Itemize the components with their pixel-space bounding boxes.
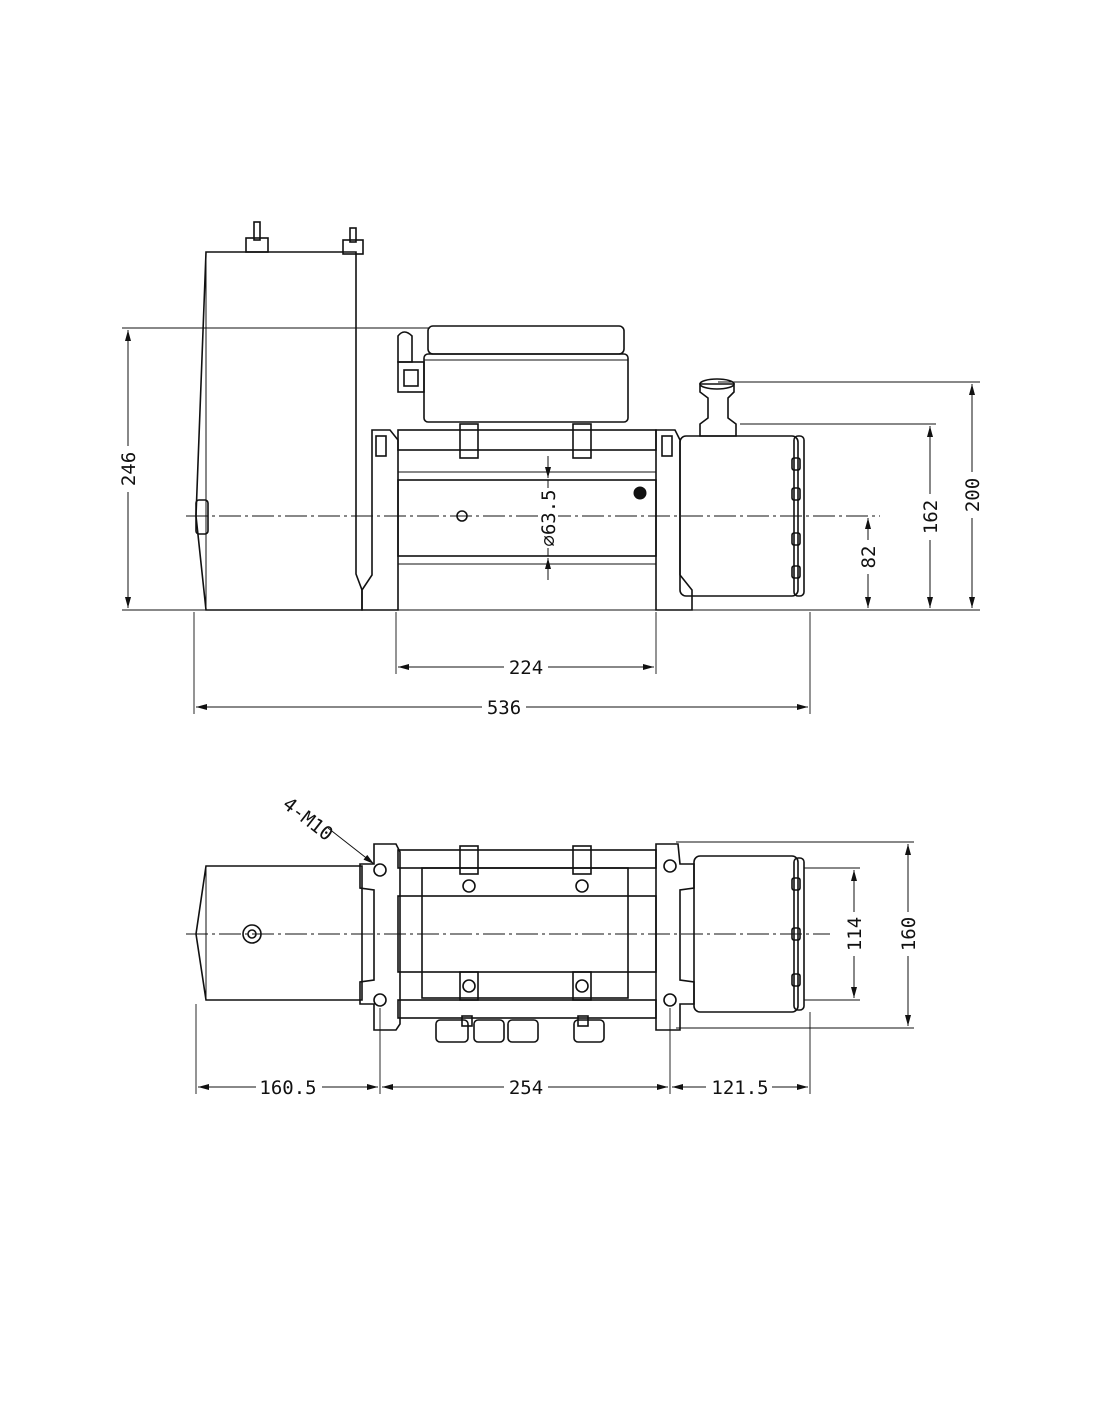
top-bolt-hole-3 [663, 859, 677, 873]
bolt-callout-label: 4-M10 [278, 793, 337, 846]
side-clutch-knob [699, 378, 737, 437]
dim-224-label: 224 [509, 657, 543, 679]
side-view: 246 200 162 82 ⌀63.5 [118, 221, 984, 719]
side-terminal-posts [245, 221, 364, 255]
dim-bolt-width: 114 [844, 870, 866, 998]
dim-246-label: 246 [118, 452, 140, 486]
top-tie-bars [397, 845, 657, 1019]
side-right-end-plate [655, 429, 693, 611]
dim-overall-width: 160 [898, 844, 920, 1026]
dim-overall-length: 536 [196, 696, 808, 719]
dim-200-label: 200 [962, 478, 984, 512]
dim-160-label: 160 [898, 917, 920, 951]
bolt-callout: 4-M10 [278, 793, 375, 865]
top-extension-lines [195, 841, 914, 1094]
dim-63-5-label: ⌀63.5 [538, 489, 560, 546]
side-extension-lines [122, 327, 980, 714]
dim-536-label: 536 [487, 697, 521, 719]
top-bolt-hole-1 [373, 863, 387, 877]
dim-overall-height: 246 [118, 330, 140, 608]
dim-254-label: 254 [509, 1077, 543, 1099]
top-cable-glands [435, 1015, 605, 1043]
side-tie-bars [397, 423, 657, 459]
top-left-end-plate [359, 843, 401, 1031]
dim-drum-length: 224 [398, 656, 654, 679]
top-motor-housing [195, 865, 363, 1001]
side-control-box [397, 325, 629, 423]
top-right-end-plate [655, 843, 695, 1031]
dim-controller-height: 200 [962, 384, 984, 608]
dim-162-label: 162 [920, 500, 942, 534]
dim-114-label: 114 [844, 917, 866, 951]
top-view: 4-M10 160.5 254 121.5 [186, 793, 920, 1099]
dim-centerline-height: 82 [858, 518, 880, 608]
dim-160-5-label: 160.5 [259, 1077, 316, 1099]
dim-motor-height: 162 [920, 426, 942, 608]
dim-82-label: 82 [858, 546, 880, 569]
top-bolt-hole-2 [373, 993, 387, 1007]
dim-drum-diameter: ⌀63.5 [538, 456, 560, 580]
side-motor-housing [195, 251, 363, 611]
side-cable-drum [397, 471, 657, 565]
side-left-end-plate [361, 429, 399, 611]
dim-121-5-label: 121.5 [711, 1077, 768, 1099]
top-bolt-hole-4 [663, 993, 677, 1007]
dim-length-chain: 160.5 254 121.5 [198, 1076, 808, 1099]
